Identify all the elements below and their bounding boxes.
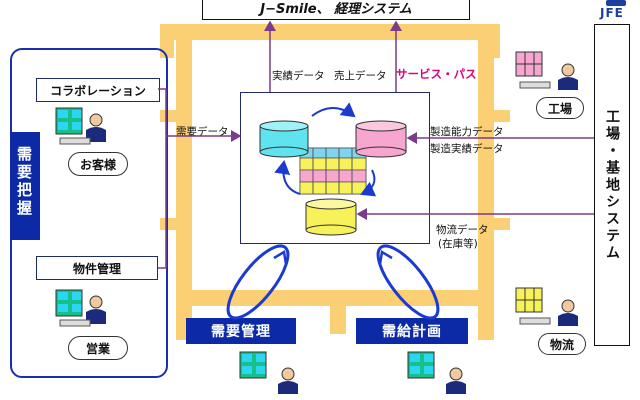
frame-right-tab-2 — [492, 218, 510, 230]
factory-pill: 工場 — [536, 97, 584, 119]
collaboration-box[interactable]: コラボレーション — [36, 78, 160, 102]
label-capacity-data: 製造能力データ — [430, 126, 504, 138]
frame-left — [176, 40, 192, 332]
frame-bottom-mid-leg — [330, 300, 346, 334]
sales-workstation-icon — [55, 289, 106, 327]
factory-base-system-box[interactable]: 工場・基地システム — [594, 24, 630, 346]
customer-workstation-icon — [55, 107, 106, 145]
left-connectors — [158, 88, 242, 269]
frame-top — [160, 24, 500, 40]
left-panel-vertical-label: 需要把握 — [15, 146, 33, 218]
logistics-workstation-icon — [515, 287, 578, 326]
header-arrows — [264, 20, 402, 92]
logo-text: JFE — [600, 6, 624, 20]
frame-bottom — [176, 290, 494, 306]
sales-rep-label: 営業 — [85, 341, 110, 356]
left-panel-label-area — [10, 132, 40, 240]
customer-pill: お客様 — [68, 152, 128, 176]
factory-base-system-label: 工場・基地システム — [604, 108, 620, 262]
factory-workstation-icon — [515, 51, 578, 90]
logo-mark-icon — [606, 0, 626, 6]
collaboration-label: コラボレーション — [50, 83, 146, 98]
frame-top-left-tab — [160, 24, 174, 58]
demand-mgmt-label: 需要管理 — [211, 324, 271, 340]
supply-plan-workstation-icon — [407, 351, 466, 394]
frame-bottom-right-leg — [478, 300, 494, 340]
logistics-label: 物流 — [549, 337, 574, 352]
center-cycle-arrows — [274, 102, 377, 197]
center-data-grid-icon — [299, 147, 367, 195]
jfe-logo: JFE — [592, 0, 640, 22]
production-db-icon — [355, 120, 407, 158]
label-service-path: サービス・パス — [396, 67, 477, 81]
demand-mgmt-button[interactable]: 需要管理 — [186, 318, 296, 344]
sales-db-icon — [259, 120, 309, 158]
supply-plan-button[interactable]: 需給計画 — [356, 318, 468, 344]
customer-label: お客様 — [79, 157, 116, 172]
factory-label: 工場 — [547, 101, 572, 116]
frame-right-tab-1 — [492, 110, 510, 122]
header-title: J−Smile、 経理システム — [260, 1, 412, 17]
label-logistics-data: 物流データ — [436, 224, 489, 236]
demand-mgmt-workstation-icon — [239, 351, 298, 394]
loop-arrow-left-icon — [226, 244, 290, 320]
supply-plan-label: 需給計画 — [382, 324, 442, 340]
header-system-box: J−Smile、 経理システム — [202, 0, 470, 20]
label-logistics-stock: (在庫等) — [438, 238, 478, 250]
label-actual-data: 実績データ — [272, 70, 325, 82]
property-mgmt-label: 物件管理 — [72, 261, 121, 276]
frame-right — [478, 40, 494, 332]
frame-left-tab-1 — [160, 110, 178, 122]
loop-arrow-right-icon — [376, 244, 440, 320]
property-mgmt-box[interactable]: 物件管理 — [36, 256, 158, 280]
frame-left-tab-2 — [160, 218, 178, 230]
logistics-pill: 物流 — [538, 333, 586, 355]
label-demand-data: 需要データ — [176, 126, 229, 138]
sales-rep-pill: 営業 — [68, 336, 128, 360]
right-arrows — [356, 132, 594, 220]
label-sales-data: 売上データ — [334, 70, 387, 82]
logistics-db-icon — [305, 198, 357, 236]
label-mfg-actual-data: 製造実績データ — [430, 143, 504, 155]
